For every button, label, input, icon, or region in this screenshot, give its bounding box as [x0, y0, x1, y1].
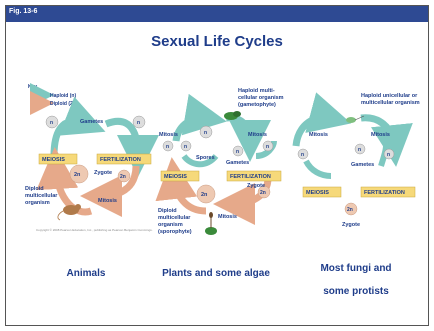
mouse-icon — [58, 204, 81, 220]
fungi-cycle: Haploid unicellular or multicellular org… — [296, 93, 420, 228]
animals-meiosis-2n: 2n — [74, 172, 81, 178]
plants-haploid-label-3: (gametophyte) — [238, 102, 276, 108]
animals-diploid-label-2: multicellular — [25, 193, 58, 199]
animals-gametes-label: Gametes — [80, 119, 103, 125]
sporophyte-icon — [205, 212, 217, 235]
legend-heading: Key — [28, 84, 37, 90]
animals-haploid-arc-left — [54, 121, 86, 156]
plants-diploid-label-3: organism — [158, 222, 183, 228]
caption-fungi-line2: some protists — [306, 286, 406, 297]
animals-mitosis-label: Mitosis — [98, 198, 117, 204]
fungi-n-right: n — [387, 152, 390, 158]
plants-cycle: Haploid multi- cellular organism (gameto… — [158, 88, 284, 235]
plants-n-left: n — [166, 144, 169, 150]
plants-mitosis-right-label: Mitosis — [248, 132, 267, 138]
fungi-meiosis-label: MEIOSIS — [306, 190, 329, 196]
plants-diploid-label-2: multicellular — [158, 215, 191, 221]
animals-zygote-2n: 2n — [120, 174, 126, 180]
plants-n-left2: n — [184, 144, 187, 150]
animals-zygote-label: Zygote — [94, 170, 112, 176]
plants-mitosis-left-label: Mitosis — [159, 132, 178, 138]
plants-mitosis-bottom-label: Mitosis — [218, 214, 237, 220]
plants-gametes-label: Gametes — [226, 160, 249, 166]
caption-fungi-line1: Most fungi and — [306, 263, 406, 274]
plants-meiosis-label: MEIOSIS — [164, 174, 187, 180]
fungi-haploid-label-2: multicellular organism — [361, 100, 420, 106]
plants-haploid-arc-topright — [226, 118, 250, 141]
fungi-mitosis-left-label: Mitosis — [309, 132, 328, 138]
fungi-n-left: n — [301, 152, 304, 158]
plants-zygote-label: Zygote — [247, 183, 265, 189]
animals-diploid-label-1: Diploid — [25, 186, 44, 192]
animals-fertilization-label: FERTILIZATION — [100, 157, 141, 163]
slide: Fig. 13-6 Sexual Life Cycles Key Haploid… — [5, 5, 429, 326]
fungi-n-mid: n — [358, 147, 361, 153]
plants-haploid-label-1: Haploid multi- — [238, 88, 275, 94]
caption-plants: Plants and some algae — [146, 268, 286, 279]
plants-n-right: n — [266, 144, 269, 150]
legend-haploid-label: Haploid (n) — [50, 93, 76, 99]
caption-animals: Animals — [46, 268, 126, 279]
animals-gamete-n-left: n — [50, 120, 53, 126]
animals-haploid-arc-right — [106, 121, 138, 156]
legend: Key Haploid (n) Diploid (2n) — [28, 84, 78, 107]
fungi-zygote-2n: 2n — [347, 207, 353, 213]
plants-haploid-label-2: cellular organism — [238, 95, 284, 101]
fungi-fertilization-label: FERTILIZATION — [364, 190, 405, 196]
legend-diploid-label: Diploid (2n) — [50, 101, 78, 107]
animals-gamete-n-right: n — [137, 120, 140, 126]
plants-meiosis-2n: 2n — [201, 192, 208, 198]
plants-n-mid: n — [236, 149, 239, 155]
plants-diploid-label-1: Diploid — [158, 208, 177, 214]
plants-zygote-2n: 2n — [260, 190, 266, 196]
copyright: Copyright © 2008 Pearson Education, Inc.… — [36, 228, 153, 232]
fungi-zygote-label: Zygote — [342, 222, 360, 228]
animals-diploid-label-3: organism — [25, 200, 50, 206]
fungi-haploid-arc-bottom-left — [306, 161, 331, 176]
fungi-gametes-label: Gametes — [351, 162, 374, 168]
fungi-haploid-label-1: Haploid unicellular or — [361, 93, 418, 99]
plants-diploid-label-4: (sporophyte) — [158, 229, 192, 235]
animals-cycle: n n Gametes MEIOSIS FERTILIZATION 2n Zyg… — [25, 116, 151, 220]
plants-n-top: n — [204, 130, 207, 136]
fungi-mitosis-right-label: Mitosis — [371, 132, 390, 138]
plants-spores-label: Spores — [196, 155, 215, 161]
animals-meiosis-label: MEIOSIS — [42, 157, 65, 163]
plants-fertilization-label: FERTILIZATION — [230, 174, 271, 180]
